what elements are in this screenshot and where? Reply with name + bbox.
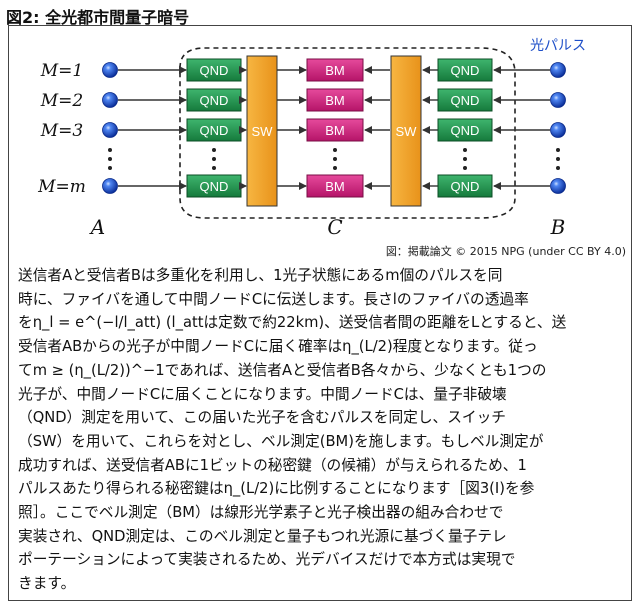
row-label: M=m [37, 177, 86, 197]
qnd-label: QND [200, 179, 229, 194]
bm-label: BM [325, 123, 345, 138]
body-line: 受信者ABからの光子が中間ノードCに届く確率はη_(L/2)程度となります。従っ [18, 338, 538, 356]
row-label: M=2 [40, 91, 83, 111]
node-c-boundary [179, 47, 516, 219]
node-c-label: C [327, 215, 342, 239]
body-line: 成功すれば、送受信者ABに1ビットの秘密鍵（の候補）が与えられるため、1 [18, 456, 527, 474]
body-line: きます。 [18, 575, 76, 593]
qnd-label: QND [451, 179, 480, 194]
body-line: ポーテーションによって実装されるため、光デバイスだけで本方式は実現で [18, 551, 516, 569]
photon-source-b [550, 62, 566, 78]
qnd-box-right [437, 118, 493, 142]
body-line: 実装され、QND測定は、このベル測定と量子もつれ光源に基づく量子テレ [18, 527, 507, 545]
body-line: パルスあたり得られる秘密鍵はη_(L/2)に比例することになります［図3(I)を… [18, 480, 535, 498]
qnd-box-right [437, 58, 493, 82]
qnd-label: QND [200, 123, 229, 138]
qnd-label: QND [200, 93, 229, 108]
body-line: （QND）測定を用いて、この届いた光子を含むパルスを同定し、スイッチ [18, 409, 506, 427]
figure-frame [8, 25, 632, 601]
switch-right [390, 55, 422, 207]
qnd-label: QND [451, 63, 480, 78]
body-line: （SW）を用いて、これらを対とし、ベル測定(BM)を施します。もしベル測定が [18, 432, 544, 450]
body-line: 時に、ファイバを通して中間ノードCに伝送します。長さlのファイバの透過率 [18, 290, 529, 308]
switch-left [246, 55, 278, 207]
body-line: をη_l = e^(−l/l_att) (l_attは定数で約22km)、送受信… [18, 314, 567, 332]
photon-source-a [102, 62, 118, 78]
photon-source-b [550, 178, 566, 194]
qnd-box-right [437, 174, 493, 198]
body-line: 送信者Aと受信者Bは多重化を利用し、1光子状態にあるm個のパルスを同 [18, 267, 503, 284]
qnd-label: QND [200, 63, 229, 78]
photon-source-b [550, 122, 566, 138]
switch-left-label: SW [252, 124, 274, 139]
photon-source-b [550, 92, 566, 108]
photon-source-a [102, 178, 118, 194]
switch-right-label: SW [396, 124, 418, 139]
bm-box [306, 88, 364, 112]
bm-box [306, 174, 364, 198]
body-line: てm ≥ (η_(L/2))^−1であれば、送信者Aと受信者B各々から、少なくと… [18, 361, 547, 379]
node-b-label: B [550, 215, 566, 239]
body-line: 照］。ここでベル測定（BM）は線形光学素子と光子検出器の組み合わせで [18, 504, 504, 522]
continuation-dots [108, 148, 560, 170]
photon-source-a [102, 122, 118, 138]
light-pulse-label: 光パルス [530, 38, 586, 54]
figure-title: 図2: 全光都市間量子暗号 [6, 8, 190, 27]
bm-label: BM [325, 179, 345, 194]
bm-label: BM [325, 93, 345, 108]
row-label: M=1 [40, 61, 83, 81]
body-text: 送信者Aと受信者Bは多重化を利用し、1光子状態にあるm個のパルスを同 時に、ファ… [18, 264, 624, 596]
bm-box [306, 58, 364, 82]
photon-source-a [102, 92, 118, 108]
bm-box [306, 118, 364, 142]
qnd-label: QND [451, 123, 480, 138]
qnd-label: QND [451, 93, 480, 108]
node-a-label: A [89, 215, 105, 239]
figure-credit: 図：掲載論文 © 2015 NPG (under CC BY 4.0) [385, 245, 626, 258]
qnd-box-right [437, 88, 493, 112]
body-line: 光子が、中間ノードCに届くことになります。中間ノードCは、量子非破壊 [18, 385, 507, 403]
bm-label: BM [325, 63, 345, 78]
row-label: M=3 [40, 121, 83, 141]
